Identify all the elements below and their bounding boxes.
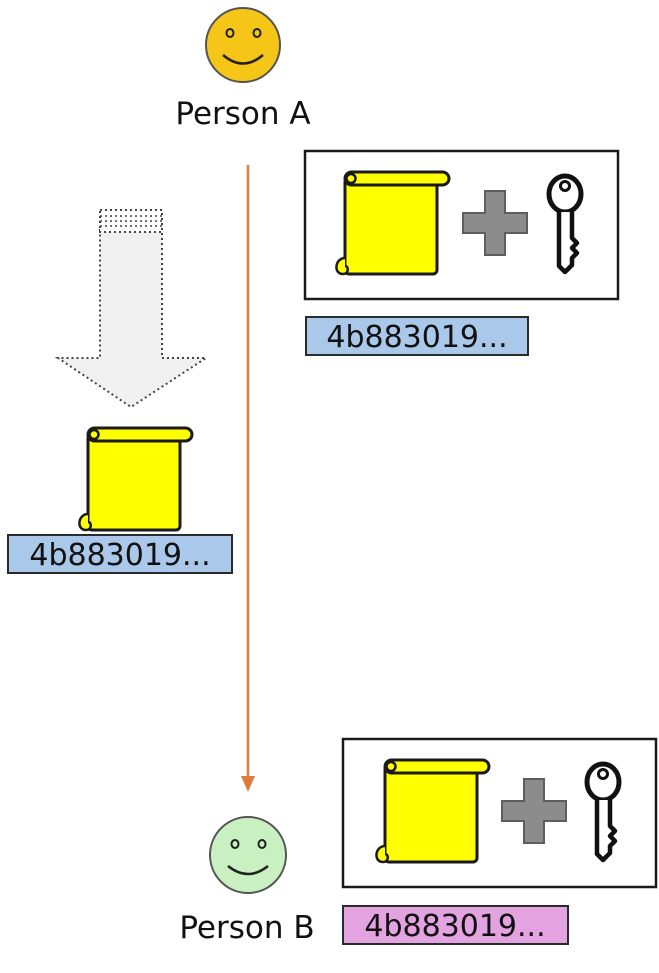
- person-a-label: Person A: [175, 96, 310, 132]
- document-icon: [374, 758, 491, 864]
- sender-document-key-box: [303, 149, 620, 301]
- document-icon: [334, 170, 451, 276]
- dotted-down-arrow-icon: [54, 209, 210, 409]
- sender-hash-box: 4b883019...: [305, 316, 529, 356]
- person-b-label: Person B: [179, 910, 314, 946]
- transfer-hash-text: 4b883019...: [29, 538, 210, 573]
- receiver-hash-text: 4b883019...: [364, 909, 545, 944]
- receiver-hash-box: 4b883019...: [342, 905, 569, 945]
- person-a-smiley-icon: [205, 7, 281, 83]
- transferred-document-icon: [77, 426, 194, 532]
- transfer-hash-box: 4b883019...: [7, 534, 233, 574]
- timeline-arrow: [241, 165, 255, 792]
- sender-hash-text: 4b883019...: [326, 320, 507, 355]
- person-b-smiley-icon: [209, 816, 287, 894]
- receiver-document-key-box: [341, 737, 658, 889]
